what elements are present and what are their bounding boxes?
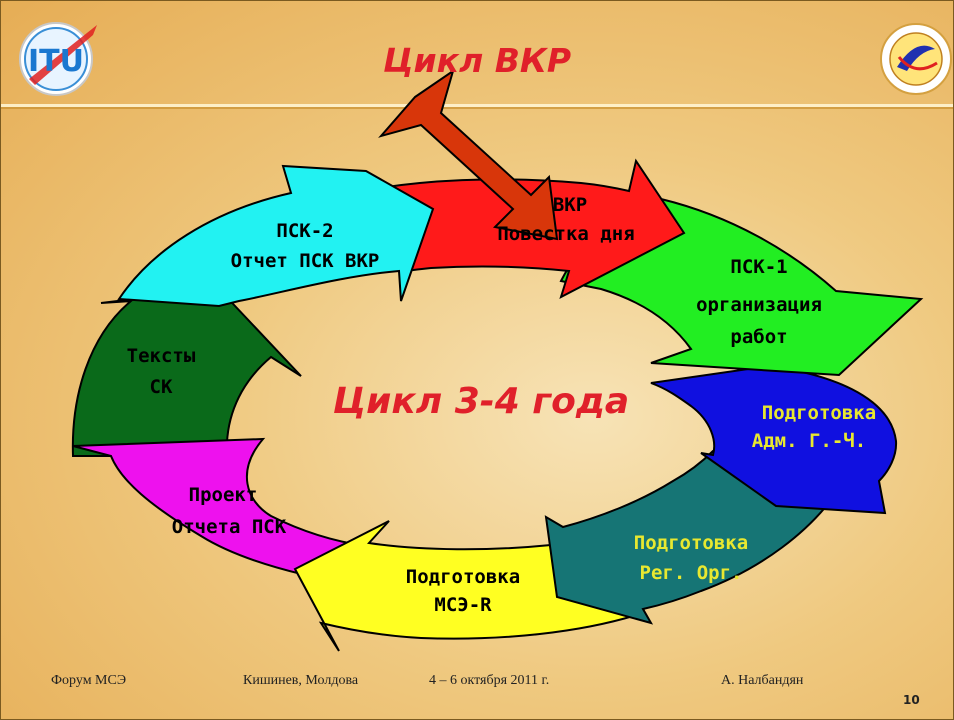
rcc-emblem-icon: [880, 23, 952, 95]
stage-prep-reg-line-2: Рег. Орг.: [640, 562, 743, 584]
stage-texts-sk-line-2: СК: [150, 376, 173, 398]
stage-prep-reg-line-1: Подготовка: [634, 532, 748, 554]
stage-prep-adm-line-1: Подготовка: [762, 402, 876, 424]
stage-psk2-line-2: Отчет ПСК ВКР: [231, 250, 380, 272]
footer-author: А. Налбандян: [721, 673, 804, 688]
stage-prep-msr-line-2: МСЭ-R: [434, 594, 492, 616]
stage-label-psk2: ПСК-2 Отчет ПСК ВКР: [231, 220, 380, 272]
entry-arrow: [378, 68, 559, 241]
stage-vkr-line-2: Повестка дня: [497, 223, 634, 245]
stage-label-draft-report: Проект Отчета ПСК: [172, 484, 287, 538]
header-divider: [1, 104, 953, 107]
itu-logo-text: ITU: [28, 44, 84, 79]
cycle-center-label: Цикл 3-4 года: [332, 381, 630, 422]
stage-prep-msr-line-1: Подготовка: [406, 566, 520, 588]
header-divider-shadow: [1, 107, 953, 109]
stage-draft-report-line-2: Отчета ПСК: [172, 516, 287, 538]
stage-vkr-line-1: ВКР: [553, 194, 587, 216]
stage-draft-report-line-1: Проект: [189, 484, 258, 506]
page-number: 10: [903, 693, 920, 707]
stage-label-prep-msr: Подготовка МСЭ-R: [406, 566, 520, 616]
stage-arrow-psk2: [117, 164, 435, 308]
stage-psk1-line-3: работ: [730, 326, 787, 348]
stage-label-prep-adm: Подготовка Адм. Г.-Ч.: [752, 402, 876, 452]
stage-arrow-prep-adm: [650, 364, 898, 515]
stage-psk1-line-2: организация: [696, 294, 822, 316]
footer-place: Кишинев, Молдова: [243, 673, 359, 688]
stage-texts-sk-line-1: Тексты: [127, 345, 196, 367]
stage-label-texts-sk: Тексты СК: [127, 345, 196, 398]
stage-prep-adm-line-2: Адм. Г.-Ч.: [752, 430, 866, 452]
stage-arrow-texts-sk: [71, 287, 302, 457]
stage-label-psk1: ПСК-1 организация работ: [696, 256, 822, 348]
itu-logo-icon: ITU: [19, 22, 97, 96]
stage-label-prep-reg: Подготовка Рег. Орг.: [634, 532, 748, 584]
slide-title: Цикл ВКР: [382, 41, 572, 80]
stage-psk2-line-1: ПСК-2: [276, 220, 333, 242]
stage-psk1-line-1: ПСК-1: [730, 256, 787, 278]
footer-dates: 4 – 6 октября 2011 г.: [429, 673, 550, 688]
footer-forum: Форум МСЭ: [51, 673, 127, 688]
stage-label-vkr: ВКР Повестка дня: [497, 194, 634, 245]
